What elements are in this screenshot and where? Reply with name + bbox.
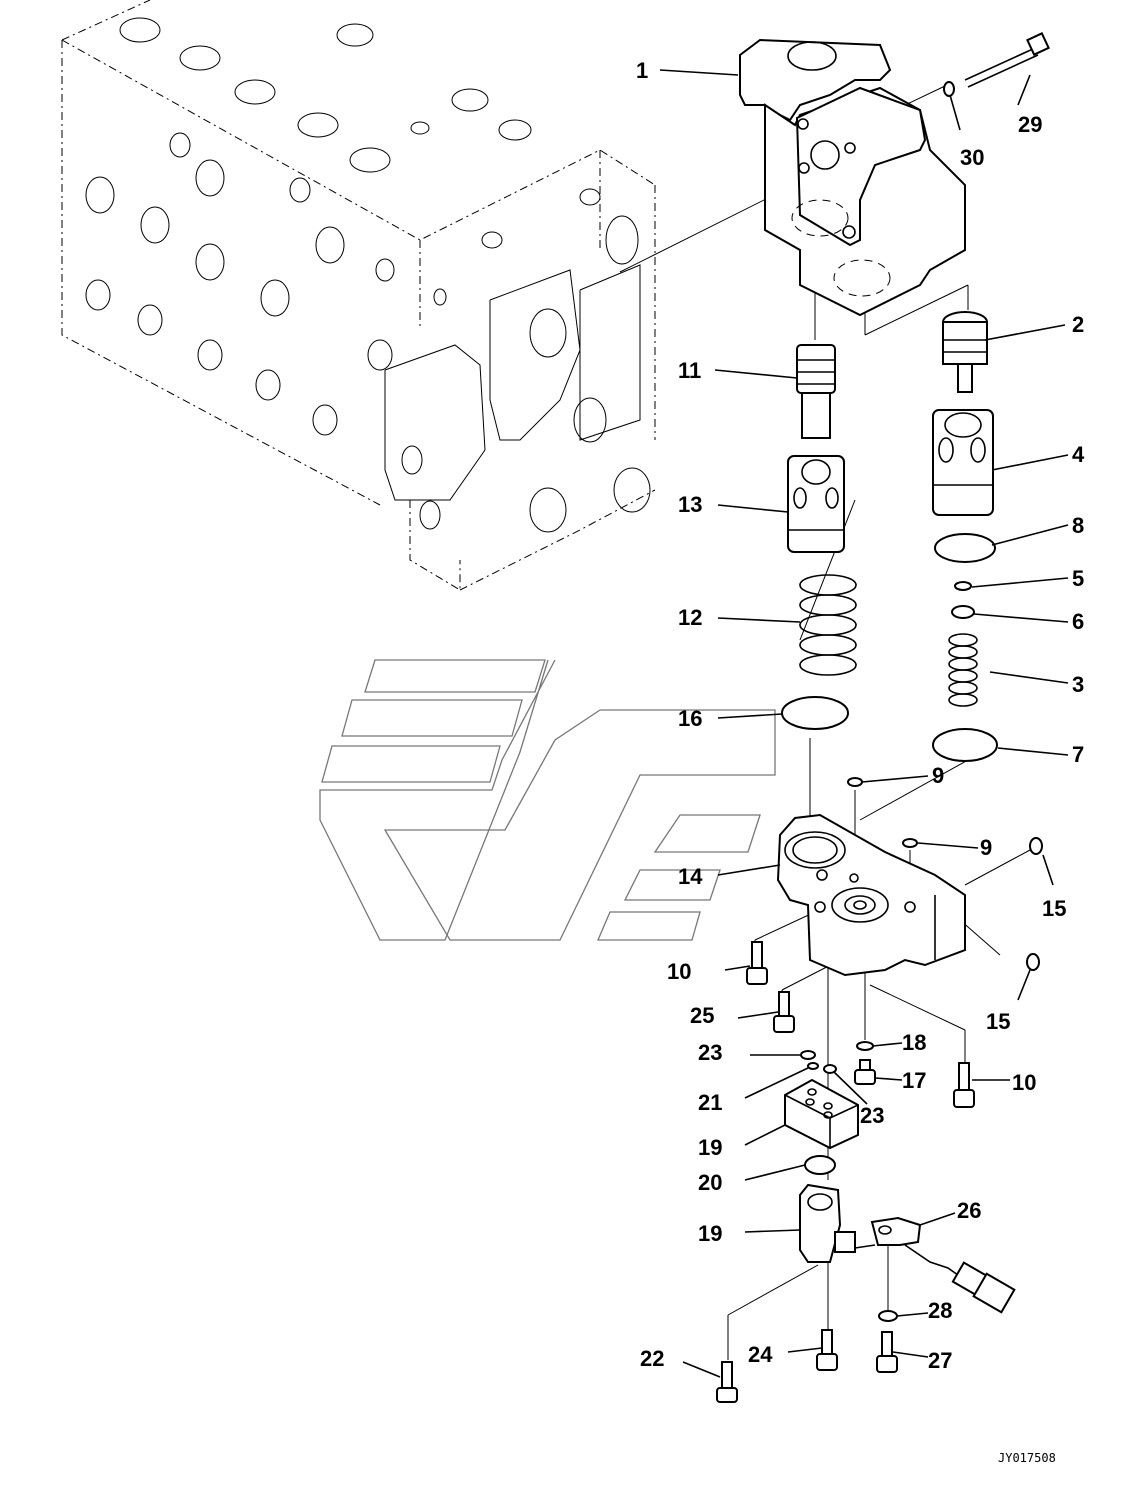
callout-10a: 10 (667, 959, 691, 984)
part-5-ring (954, 581, 972, 591)
part-16-o-ring (781, 696, 849, 730)
watermark-logo (319, 659, 776, 941)
callout-12: 12 (678, 605, 702, 630)
callout-3: 3 (1072, 672, 1084, 697)
callout-25: 25 (690, 1003, 714, 1028)
part-27-bolt (876, 1331, 898, 1373)
part-30-washer (943, 81, 955, 97)
callout-14: 14 (678, 864, 703, 889)
part-8-o-ring (934, 533, 996, 563)
callout-23a: 23 (698, 1040, 722, 1065)
callout-18: 18 (902, 1030, 926, 1055)
callout-26: 26 (957, 1198, 981, 1223)
part-23-o-ring-a (800, 1050, 816, 1060)
callout-4: 4 (1072, 442, 1085, 467)
part-3-spring (948, 633, 978, 707)
control-valve-block (61, 0, 656, 591)
part-10-bolt-a (746, 941, 768, 985)
callout-21: 21 (698, 1090, 722, 1115)
callout-28: 28 (928, 1298, 952, 1323)
callout-8: 8 (1072, 513, 1084, 538)
part-4-sleeve (932, 409, 994, 516)
callout-24: 24 (748, 1342, 773, 1367)
callout-19b: 19 (698, 1221, 722, 1246)
part-19-solenoid (799, 1183, 856, 1263)
part-15-plug-b (1026, 953, 1040, 971)
callout-20: 20 (698, 1170, 722, 1195)
part-10-bolt-b (953, 1062, 975, 1108)
part-9-o-ring-a (847, 777, 863, 787)
part-20-o-ring (804, 1155, 836, 1175)
part-22-bolt (716, 1361, 738, 1403)
callout-19a: 19 (698, 1135, 722, 1160)
part-12-spring (799, 574, 857, 676)
callout-29: 29 (1018, 112, 1042, 137)
callout-10b: 10 (1012, 1070, 1036, 1095)
callout-1: 1 (636, 58, 648, 83)
part-25-bolt (773, 991, 795, 1033)
callout-27: 27 (928, 1348, 952, 1373)
part-7-o-ring (932, 728, 998, 762)
part-28-washer (878, 1310, 898, 1322)
callout-23b: 23 (860, 1103, 884, 1128)
part-21-o-ring (807, 1062, 819, 1070)
callout-11: 11 (678, 358, 701, 383)
callout-6: 6 (1072, 609, 1084, 634)
callout-30: 30 (960, 145, 984, 170)
callout-9a: 9 (932, 763, 944, 788)
part-17-plug (854, 1059, 876, 1085)
part-24-bolt (816, 1329, 838, 1371)
part-14-cover (776, 813, 966, 977)
part-13-sleeve (787, 455, 845, 553)
leader-lines (659, 69, 1069, 1378)
part-18-o-ring (856, 1041, 874, 1051)
callout-15b: 15 (986, 1009, 1010, 1034)
callout-17: 17 (902, 1068, 926, 1093)
part-9-o-ring-b (902, 838, 918, 848)
part-23-o-ring-b (823, 1064, 837, 1074)
part-1-valve-body (739, 38, 966, 317)
part-6-retainer (951, 605, 975, 619)
callout-13: 13 (678, 492, 702, 517)
part-19-block (784, 1078, 859, 1150)
callout-2: 2 (1072, 312, 1084, 337)
callout-labels: 1 2 3 4 5 6 7 8 9 9 10 10 11 12 13 14 15… (636, 58, 1085, 1373)
part-26-harness (854, 1216, 1016, 1314)
part-29-bolt (964, 32, 1050, 88)
callout-9b: 9 (980, 835, 992, 860)
part-2-piston (942, 311, 988, 393)
callout-7: 7 (1072, 742, 1084, 767)
callout-15a: 15 (1042, 896, 1066, 921)
callout-5: 5 (1072, 566, 1084, 591)
drawing-code: JY017508 (998, 1451, 1056, 1465)
callout-22: 22 (640, 1346, 664, 1371)
part-11-poppet (796, 344, 836, 439)
callout-16: 16 (678, 706, 702, 731)
part-15-plug-a (1029, 837, 1043, 855)
